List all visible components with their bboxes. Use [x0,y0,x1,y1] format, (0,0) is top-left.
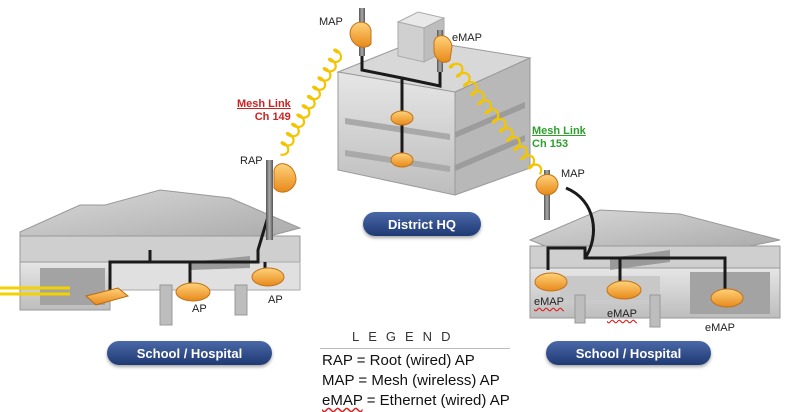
site-label-hq: District HQ [363,212,481,236]
label-emap-top: eMAP [452,32,482,44]
label-map-top: MAP [319,16,343,28]
antenna-icon-emap-top [433,30,453,72]
legend-abbr: RAP [322,352,353,369]
legend-title: LEGEND [352,329,460,344]
hq-building [336,11,532,196]
legend-item-map: MAP = Mesh (wireless) AP [322,372,500,389]
legend-abbr: MAP [322,372,355,389]
mesh-wave-icon-left [280,48,343,156]
legend-text: = Mesh (wireless) AP [354,372,500,389]
label-map-right: MAP [561,168,585,180]
legend-text: = Ethernet (wired) AP [362,392,510,409]
site-label-left: School / Hospital [107,341,272,365]
mesh-link-title: Mesh Link [237,98,291,110]
antenna-icon-map-right [535,170,559,220]
mesh-wave-icon-right [448,62,543,175]
mesh-link-channel: Ch 153 [532,138,569,150]
legend-text: = Root (wired) AP [352,352,475,369]
legend-abbr: eMAP [322,392,363,409]
left-building [19,189,302,326]
access-point-icon [175,110,744,308]
mesh-link-channel: Ch 149 [254,111,291,123]
ethernet-switch-icon [84,287,130,306]
wired-uplink-cable [0,286,70,296]
antenna-icon-map-top [349,8,372,56]
legend-divider [320,348,510,349]
mesh-link-title: Mesh Link [532,125,586,137]
legend-item-rap: RAP = Root (wired) AP [322,352,475,369]
mesh-link-label-left: Mesh Link Ch 149 [237,98,291,124]
right-building [528,186,781,328]
label-emap-3: eMAP [705,322,735,334]
site-label-right: School / Hospital [546,341,711,365]
label-emap-2: eMAP [607,308,637,320]
legend-item-emap: eMAP = Ethernet (wired) AP [322,392,510,409]
label-ap-2: AP [268,294,283,306]
mesh-link-label-right: Mesh Link Ch 153 [532,125,586,151]
label-emap-1: eMAP [534,296,564,308]
label-rap: RAP [240,155,263,167]
antenna-icon-rap [266,160,297,240]
label-ap-1: AP [192,303,207,315]
